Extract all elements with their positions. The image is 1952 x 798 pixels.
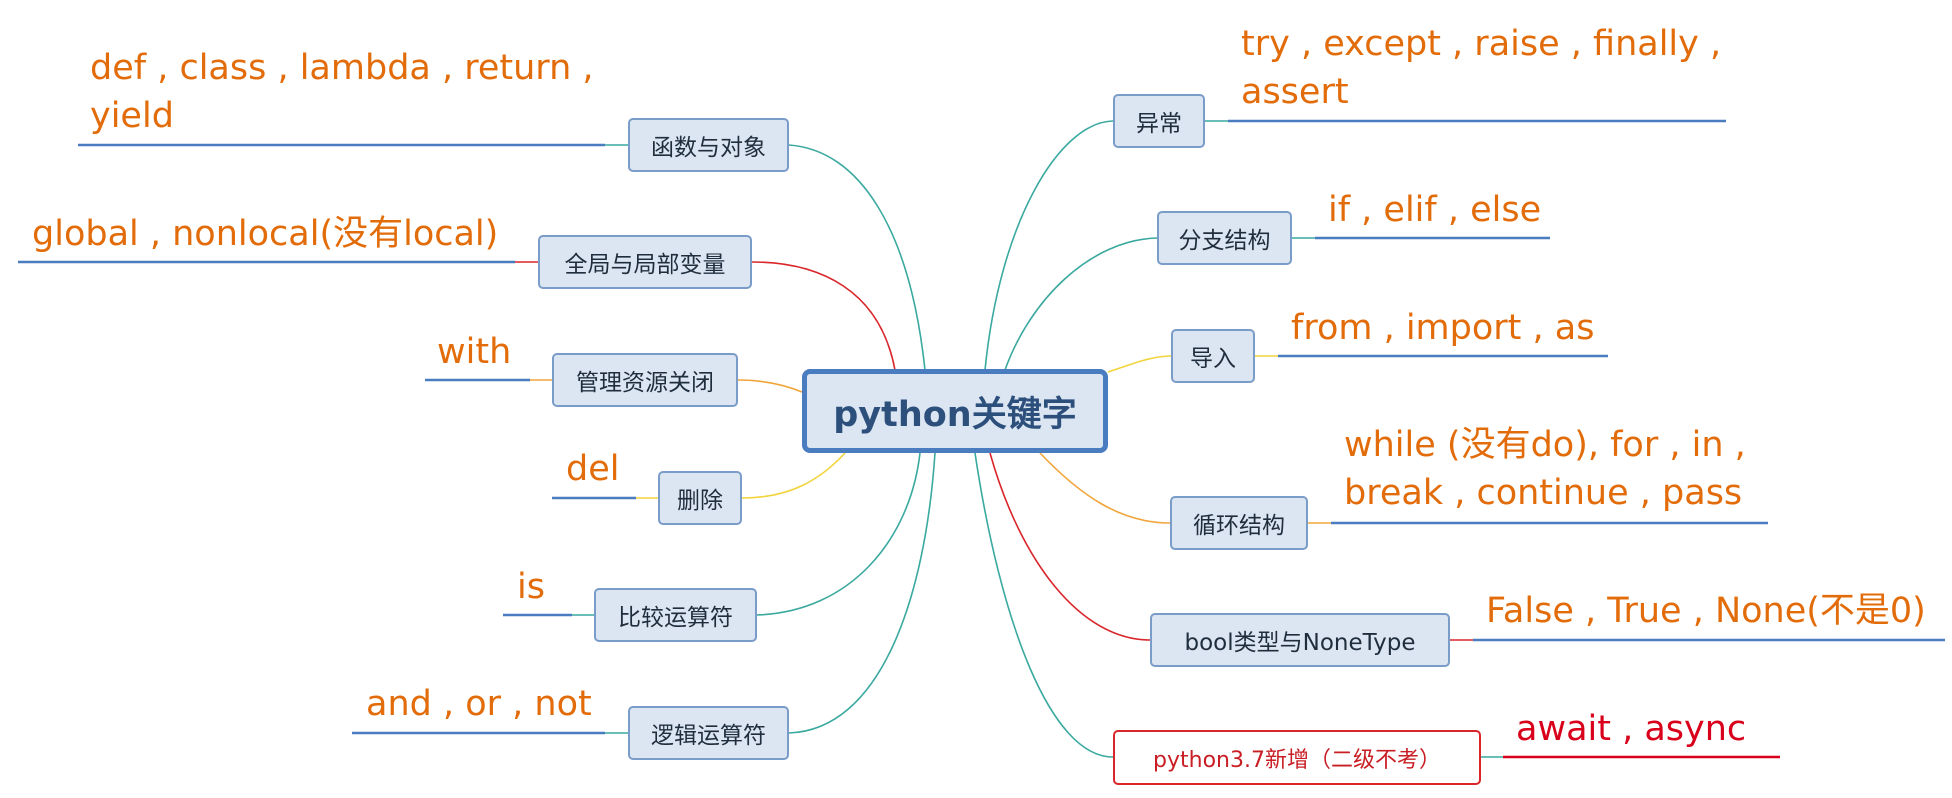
- topic-global-local-vars[interactable]: 全局与局部变量: [538, 235, 752, 289]
- connector-logic: [788, 452, 936, 734]
- keywords-loops-line2: break , continue , pass: [1344, 473, 1743, 513]
- topic-comparison-ops[interactable]: 比较运算符: [594, 588, 757, 642]
- keywords-loops-line1: while (没有do), for , in ,: [1344, 425, 1746, 465]
- connector-functions: [788, 144, 926, 371]
- topic-exceptions[interactable]: 异常: [1113, 94, 1205, 148]
- topic-python37-new[interactable]: python3.7新增（二级不考）: [1113, 730, 1481, 785]
- keywords-exceptions-line2: assert: [1241, 72, 1349, 112]
- connector-import: [1107, 355, 1172, 373]
- keywords-branching: if , elif , else: [1328, 190, 1542, 230]
- connector-exceptions: [984, 120, 1114, 371]
- topic-resource-close[interactable]: 管理资源关闭: [552, 353, 738, 407]
- connector-python37: [974, 452, 1114, 758]
- keywords-python37: await , async: [1516, 709, 1747, 749]
- topic-functions-objects[interactable]: 函数与对象: [628, 118, 789, 172]
- topic-import[interactable]: 导入: [1171, 329, 1255, 383]
- keywords-resource-close: with: [437, 332, 512, 372]
- keywords-functions-line2: yield: [90, 96, 174, 136]
- keywords-bool: False , True , None(不是0): [1486, 591, 1926, 631]
- keywords-delete: del: [566, 449, 620, 489]
- topic-branching[interactable]: 分支结构: [1157, 211, 1292, 265]
- keywords-exceptions-line1: try , except , raise , finally ,: [1241, 24, 1722, 64]
- connector-delete: [741, 452, 846, 499]
- connector-bool: [989, 452, 1151, 641]
- topic-bool-nonetype[interactable]: bool类型与NoneType: [1150, 613, 1450, 667]
- connector-branching: [1004, 237, 1158, 371]
- connector-scope: [751, 261, 896, 371]
- central-topic[interactable]: python关键字: [802, 369, 1108, 453]
- connector-resource-close: [737, 379, 803, 393]
- topic-loops[interactable]: 循环结构: [1170, 496, 1308, 550]
- keywords-import: from , import , as: [1291, 308, 1595, 348]
- topic-delete[interactable]: 删除: [658, 471, 742, 525]
- connector-comparison: [756, 452, 921, 616]
- keywords-functions-line1: def , class , lambda , return ,: [90, 48, 594, 88]
- keywords-scope: global , nonlocal(没有local): [32, 214, 499, 254]
- keywords-logic: and , or , not: [366, 684, 592, 724]
- topic-logic-ops[interactable]: 逻辑运算符: [628, 706, 789, 760]
- connector-loops: [1039, 452, 1171, 524]
- keywords-comparison: is: [517, 567, 545, 607]
